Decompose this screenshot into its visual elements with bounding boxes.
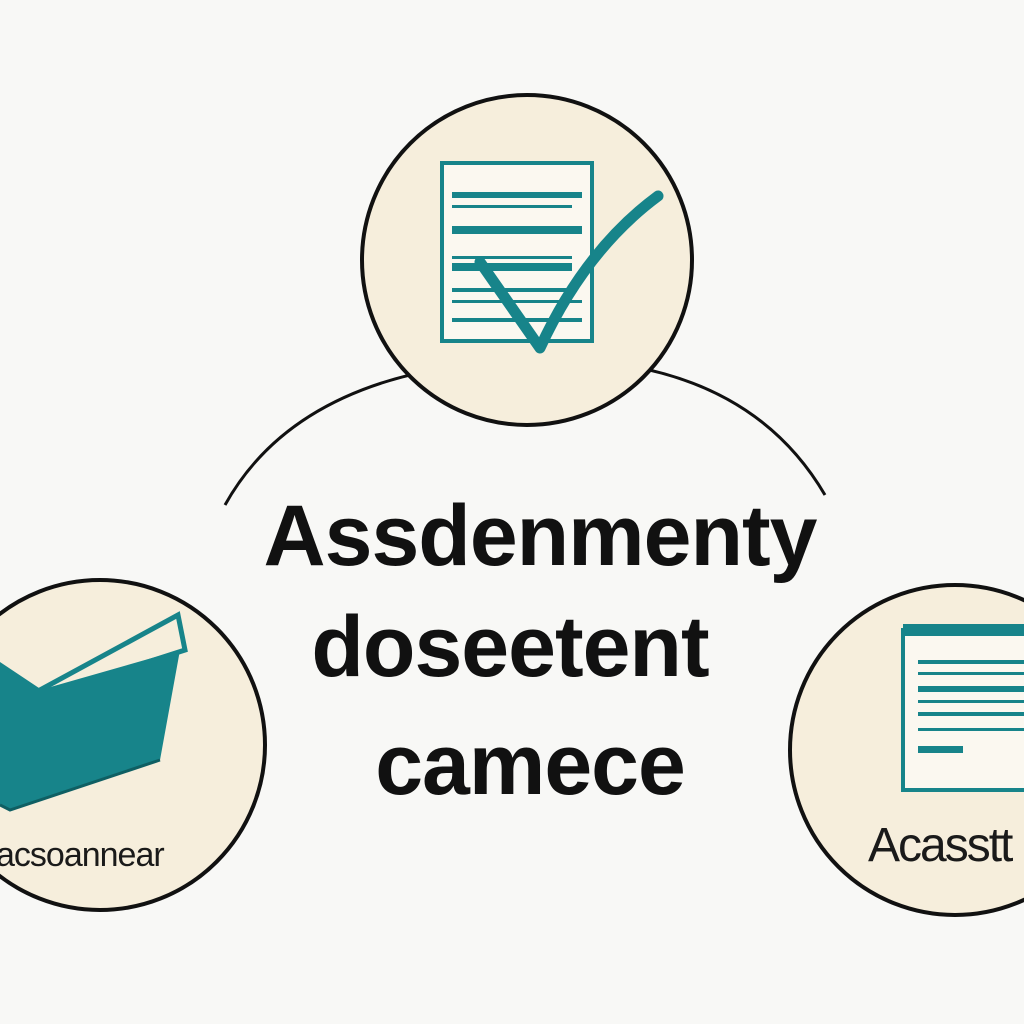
title-line-1: Assdenmenty (263, 488, 818, 584)
right-node (788, 583, 1024, 917)
checklist-document-icon (440, 161, 664, 354)
right-node-label: Acasstt (868, 819, 1013, 872)
title-line-3: camece (375, 717, 686, 813)
open-book-icon (0, 611, 188, 812)
text-document-icon (901, 624, 1024, 792)
left-node (0, 578, 267, 912)
left-node-label: acsoannear (0, 836, 165, 874)
top-node (360, 93, 694, 427)
title-line-2: dosееtent (311, 599, 709, 695)
